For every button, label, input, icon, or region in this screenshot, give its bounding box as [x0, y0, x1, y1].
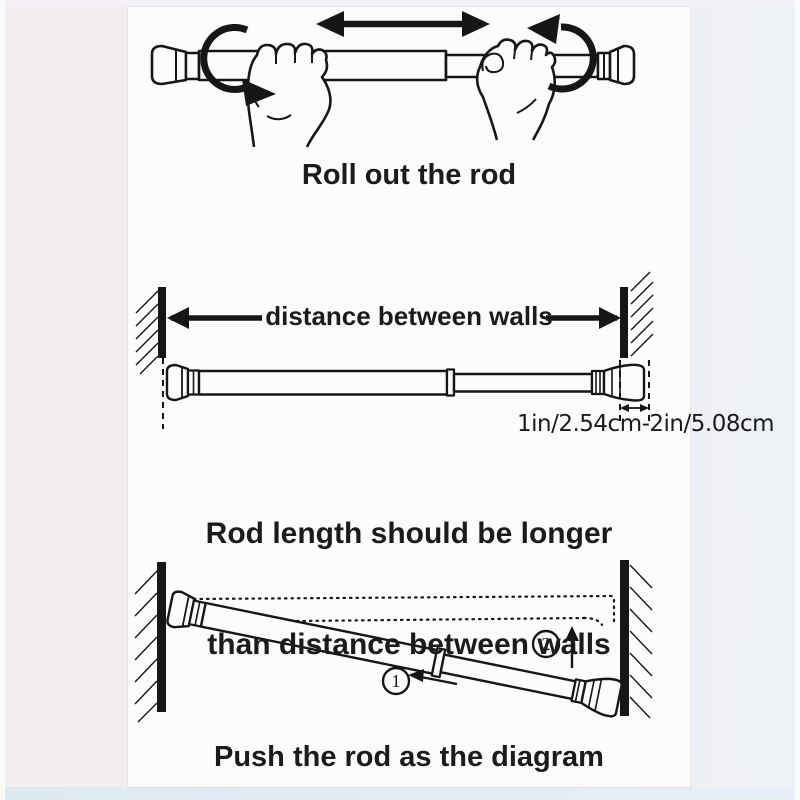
rod-illustration-tilted: [166, 590, 623, 718]
wall-right-icon-bottom: [620, 560, 653, 719]
rod-length-caption: Rod length should be longer than distanc…: [128, 441, 690, 737]
step1-caption: Roll out the rod: [301, 159, 517, 191]
right-hand-icon: [475, 38, 557, 141]
tension-rod-illustration: [150, 44, 636, 86]
wall-left-icon-bottom: [134, 562, 166, 723]
wall-left-icon: [135, 287, 166, 375]
step1-marker-number: 1: [392, 671, 401, 691]
push-up-arrow-icon: [565, 626, 579, 668]
step2-marker-number: 2: [542, 634, 551, 654]
rotate-right-arrow-icon: [527, 14, 597, 93]
distance-arrow-icon: [167, 307, 621, 329]
overhang-dimension-arrow-icon: [620, 404, 649, 412]
left-hand-icon: [246, 42, 332, 148]
right-edge-sliver: [795, 0, 800, 800]
dashed-guide-lines: [162, 358, 650, 429]
rod-length-caption-line1: Rod length should be longer: [205, 517, 613, 550]
step2-diagram: [135, 271, 654, 429]
step2-marker: 2: [531, 629, 561, 659]
wall-right-icon: [620, 271, 654, 358]
distance-between-walls-label: distance between walls: [265, 301, 553, 331]
push-left-arrow-icon: [408, 669, 458, 686]
bottom-edge-strip: [0, 787, 800, 800]
rod-length-caption-line2: than distance between walls: [207, 628, 611, 661]
extend-double-arrow-icon: [316, 11, 490, 37]
overhang-size-range-label: 1in/2.54cm-2in/5.08cm: [517, 411, 775, 437]
step3-diagram: 1 2: [134, 560, 653, 723]
top-edge-strip: [0, 0, 800, 7]
step3-caption: Push the rod as the diagram: [214, 741, 604, 773]
rotate-left-arrow-icon: [200, 24, 276, 106]
left-edge-sliver: [0, 0, 5, 800]
rod-illustration-middle: [165, 363, 646, 402]
step1-diagram: [150, 11, 636, 148]
dotted-final-position: [192, 594, 616, 627]
step1-marker: 1: [381, 666, 411, 696]
